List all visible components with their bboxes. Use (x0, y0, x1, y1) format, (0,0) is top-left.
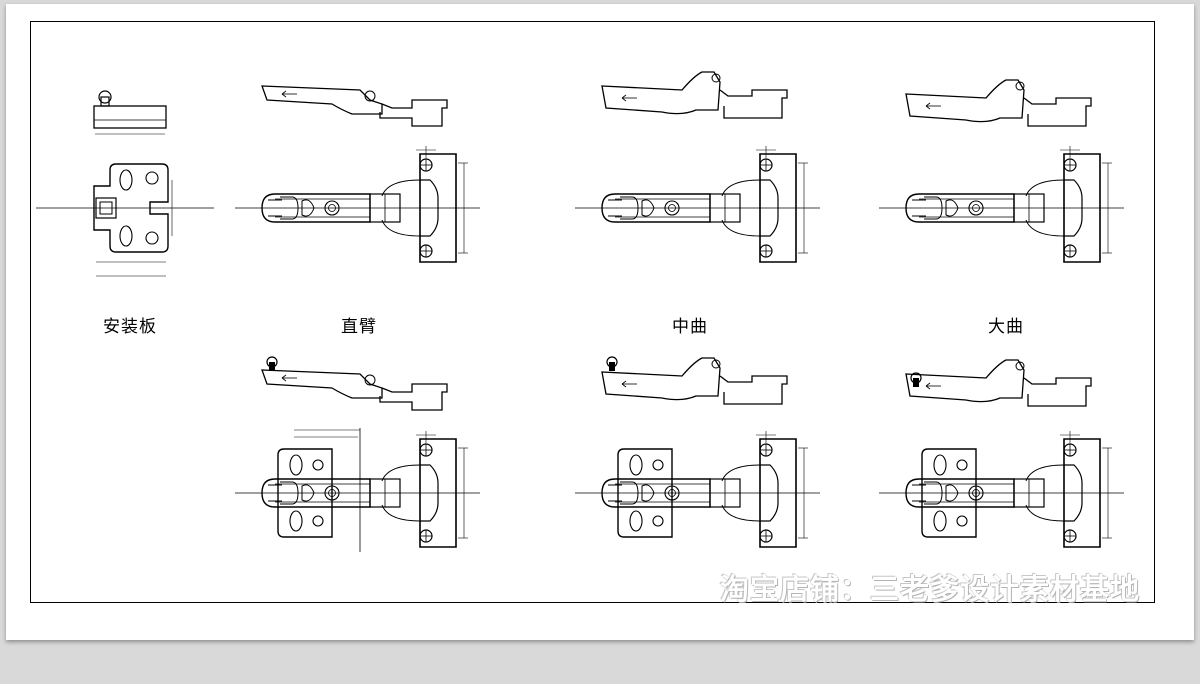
full-inset-clip-plan-view (878, 430, 1125, 548)
half-overlay-side-view (601, 71, 788, 119)
mounting-plate-side-view (93, 90, 167, 135)
drawing-border (30, 21, 1155, 603)
straight-arm-side-view (261, 85, 448, 127)
label-straight-arm: 直臂 (341, 317, 377, 337)
straight-arm-plan-view (234, 145, 481, 263)
half-overlay-clip-plan-view (574, 430, 821, 548)
mounting-plate-top-view (36, 163, 214, 277)
full-inset-side-view (905, 79, 1092, 127)
watermark-text: 淘宝店铺：三老爹设计素材基地 (720, 572, 1141, 606)
drawing-sheet (6, 4, 1194, 640)
half-overlay-plan-view (574, 145, 821, 263)
straight-arm-clip-plan-view (234, 428, 481, 552)
full-inset-plan-view (878, 145, 1125, 263)
full-inset-clip-side-view (905, 359, 1092, 407)
label-half-overlay: 中曲 (672, 317, 708, 337)
half-overlay-clip-side-view (601, 356, 788, 405)
label-mounting-plate: 安装板 (103, 317, 157, 337)
straight-arm-clip-side-view (261, 356, 448, 411)
label-full-inset: 大曲 (988, 317, 1024, 337)
